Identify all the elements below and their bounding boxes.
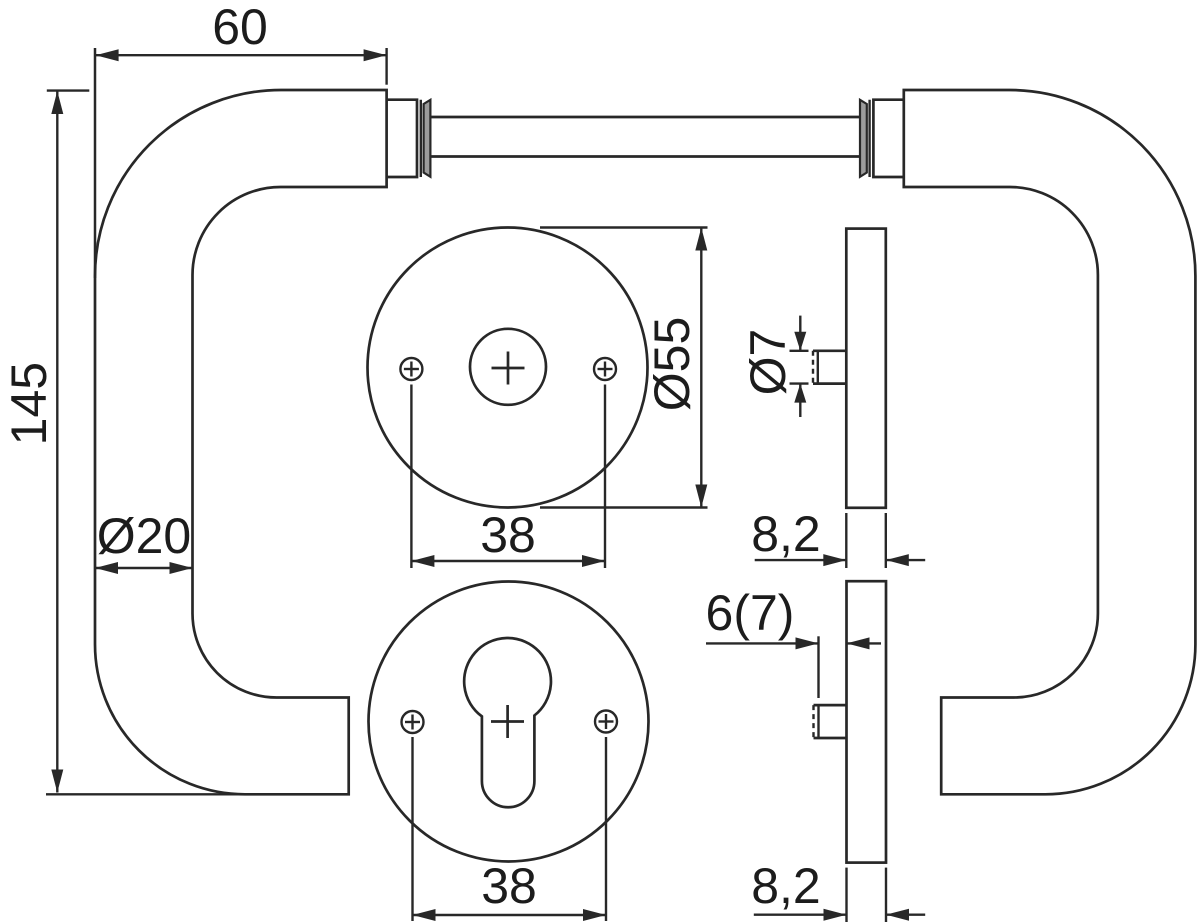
svg-text:Ø55: Ø55 — [644, 317, 700, 412]
svg-text:38: 38 — [480, 507, 536, 563]
svg-text:8,2: 8,2 — [751, 858, 821, 914]
svg-text:Ø20: Ø20 — [97, 508, 192, 564]
svg-text:6(7): 6(7) — [706, 585, 795, 641]
svg-text:60: 60 — [212, 0, 268, 55]
svg-text:8,2: 8,2 — [751, 506, 821, 562]
svg-text:Ø7: Ø7 — [740, 329, 796, 396]
svg-text:38: 38 — [481, 858, 537, 914]
svg-text:145: 145 — [1, 362, 57, 445]
